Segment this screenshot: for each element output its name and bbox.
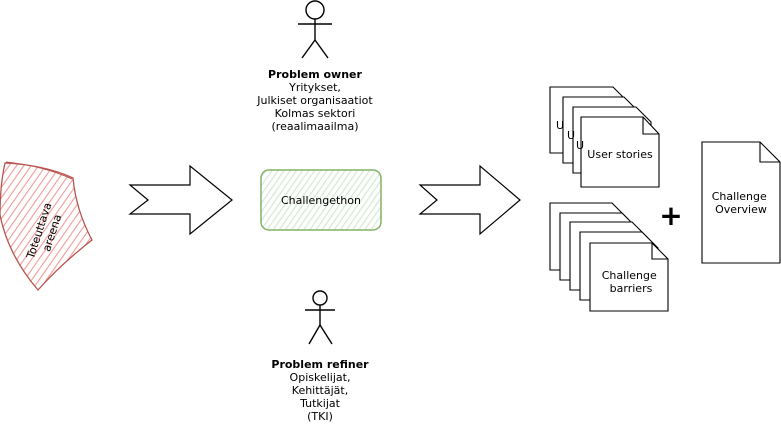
user-stories-back-letter-1: U (556, 119, 564, 132)
challengethon-box: Challengethon (260, 169, 382, 231)
problem-refiner-line-3: Tutkijat (300, 397, 340, 410)
problem-owner-label: Problem owner Yritykset, Julkiset organi… (230, 68, 400, 133)
user-stories-back-letter-3: U (576, 139, 584, 152)
user-stories-label: User stories (587, 148, 653, 161)
challenge-barriers-label-line1: Challenge (602, 269, 657, 282)
problem-owner-line-1: Yritykset, (289, 81, 341, 94)
user-stories-back-letter-2: U (567, 129, 575, 142)
problem-owner-line-2: Julkiset organisaatiot (257, 94, 373, 107)
arena-shape: Toteuttava areena (0, 161, 93, 291)
challengethon-label: Challengethon (281, 194, 361, 207)
challenge-overview-doc: Challenge Overview (701, 141, 781, 264)
challenge-barriers-label-line2: barriers (610, 282, 653, 295)
plus-sign: + (659, 199, 682, 232)
arrow-right (418, 164, 521, 236)
problem-refiner-title: Problem refiner (271, 358, 369, 371)
problem-refiner-line-2: Kehittäjät, (291, 384, 349, 397)
problem-refiner-actor-icon (305, 290, 335, 345)
problem-refiner-line-4: (TKI) (307, 410, 333, 423)
problem-refiner-label: Problem refiner Opiskelijat, Kehittäjät,… (240, 358, 400, 423)
svg-text:Challenge Overview: Challenge Overview (712, 190, 771, 216)
challenge-barriers-stack: Challenge barriers (549, 202, 669, 312)
problem-owner-title: Problem owner (268, 68, 362, 81)
problem-owner-line-4: (reaalimaailma) (271, 120, 359, 133)
problem-refiner-line-1: Opiskelijat, (289, 371, 351, 384)
challenge-overview-label-line2: Overview (715, 203, 767, 216)
challenge-overview-label-line1: Challenge (712, 190, 767, 203)
user-stories-stack: U U U User stories (549, 86, 660, 188)
arrow-left (128, 164, 233, 236)
problem-owner-actor-icon (298, 0, 332, 59)
svg-text:Challenge barriers: Challenge barriers (602, 269, 661, 295)
problem-owner-line-3: Kolmas sektori (274, 107, 356, 120)
